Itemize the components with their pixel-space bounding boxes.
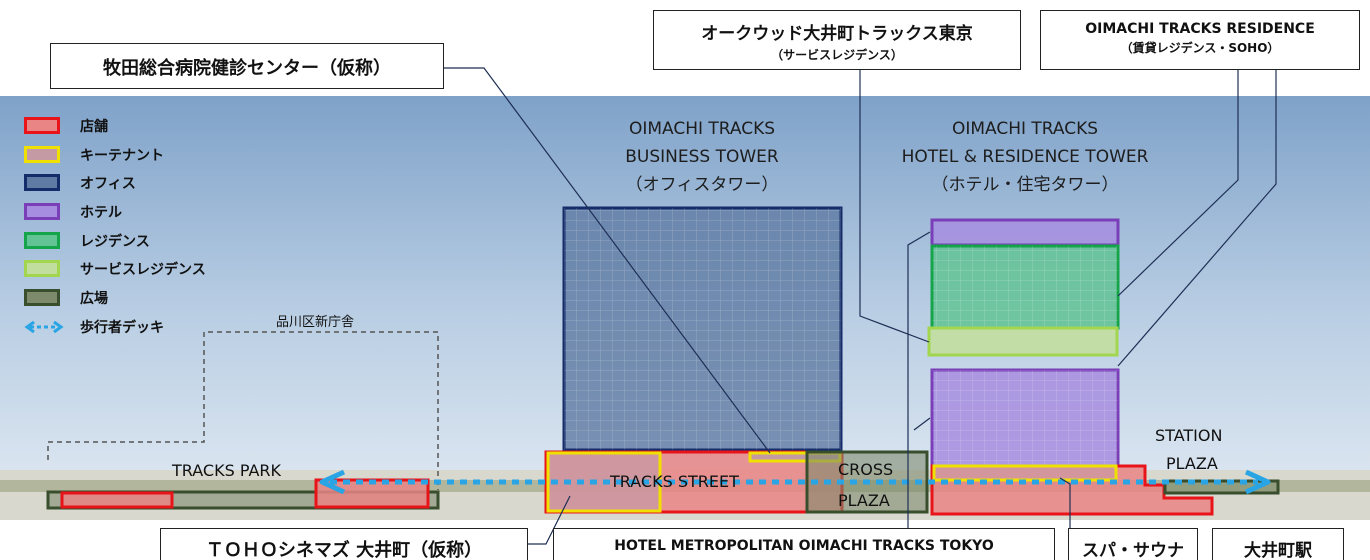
oakwood-callout: オークウッド大井町トラックス東京 （サービスレジデンス） [653, 10, 1021, 70]
hotel-residence-tower-title: OIMACHI TRACKS HOTEL & RESIDENCE TOWER （… [900, 115, 1150, 199]
cross-plaza-label-2: PLAZA [838, 491, 890, 510]
hotel-grid [932, 370, 1118, 466]
legend-label: 店舗 [80, 119, 108, 135]
spa-callout: スパ・サウナ [1068, 528, 1198, 560]
hotel-tower-line3: （ホテル・住宅タワー） [931, 175, 1119, 195]
service-residence-block [927, 326, 1119, 357]
legend-label: 広場 [80, 291, 108, 308]
hotel-tower-line1: OIMACHI TRACKS [951, 119, 1099, 139]
station-callout: 大井町駅 [1212, 528, 1344, 560]
legend-item: キーテナント [24, 144, 254, 173]
business-tower-grid [564, 208, 841, 450]
legend-swatch [24, 174, 60, 192]
toho-label: ＴＯＨＯシネマズ 大井町（仮称） [205, 540, 483, 560]
deck-legend-icon [24, 320, 64, 334]
legend-swatch [24, 203, 60, 221]
legend-label: オフィス [80, 176, 136, 193]
hotel-top [930, 218, 1120, 247]
city-hall-label: 品川区新庁舎 [276, 315, 355, 330]
legend-label-deck: 歩行者デッキ [80, 319, 164, 336]
legend-item-deck: 歩行者デッキ [24, 316, 254, 345]
residence-sub: （賃貸レジデンス・SOHO） [1120, 41, 1280, 55]
leader-spa [1059, 477, 1071, 528]
tracks-park-label: TRACKS PARK [172, 461, 281, 480]
deck-arrow-left [319, 469, 346, 495]
legend-item: レジデンス [24, 230, 254, 259]
legend-swatch [24, 260, 60, 278]
business-tower-line2: BUSINESS TOWER [625, 147, 779, 167]
station-plaza-label-2: PLAZA [1166, 454, 1218, 473]
legend-label: サービスレジデンス [80, 262, 206, 279]
hotel-label: HOTEL METROPOLITAN OIMACHI TRACKS TOKYO [614, 538, 994, 554]
city-hall-outline [47, 331, 439, 490]
legend-item: サービスレジデンス [24, 258, 254, 287]
residence-label: OIMACHI TRACKS RESIDENCE [1085, 21, 1315, 37]
legend-label: レジデンス [80, 233, 150, 250]
business-tower-line1: OIMACHI TRACKS [628, 119, 776, 139]
legend-swatch [24, 289, 60, 307]
oakwood-label: オークウッド大井町トラックス東京 [701, 24, 973, 44]
residence-grid [932, 246, 1118, 328]
legend-swatch [24, 117, 60, 134]
hotel-callout: HOTEL METROPOLITAN OIMACHI TRACKS TOKYO [553, 528, 1055, 560]
legend-label: ホテル [80, 205, 122, 222]
legend-item: オフィス [24, 172, 254, 201]
leader-makita [444, 67, 771, 454]
station-plaza-label-1: STATION [1155, 426, 1223, 445]
leader-residence-1 [1117, 70, 1239, 297]
legend-item: 広場 [24, 287, 254, 316]
tracks-street-label: TRACKS STREET [610, 472, 739, 491]
residence-callout: OIMACHI TRACKS RESIDENCE （賃貸レジデンス・SOHO） [1040, 10, 1360, 70]
legend-label: キーテナント [80, 147, 164, 164]
leader-residence-2 [1117, 70, 1277, 367]
station-label: 大井町駅 [1244, 541, 1312, 560]
legend-swatch [24, 145, 60, 163]
legend-item: 店舗 [24, 115, 254, 144]
park-retail-left [60, 491, 174, 509]
leader-toho [527, 495, 571, 545]
deck-arrow-right [1244, 469, 1271, 495]
hotel-tower-line2: HOTEL & RESIDENCE TOWER [901, 147, 1149, 167]
makita-label: 牧田総合病院健診センター（仮称） [103, 58, 391, 79]
legend: 店舗キーテナントオフィスホテルレジデンスサービスレジデンス広場歩行者デッキ [24, 115, 254, 345]
business-tower-title: OIMACHI TRACKS BUSINESS TOWER （オフィスタワー） [592, 115, 812, 199]
business-tower-line3: （オフィスタワー） [625, 175, 779, 195]
cross-plaza-label-1: CROSS [838, 460, 894, 479]
leader-hotel [907, 231, 931, 528]
leader-oakwood [859, 70, 930, 343]
toho-callout: ＴＯＨＯシネマズ 大井町（仮称） [160, 528, 528, 560]
leader-hotel-2 [913, 417, 931, 431]
key-tenant-hotel [932, 464, 1118, 482]
legend-swatch [24, 231, 60, 249]
makita-callout: 牧田総合病院健診センター（仮称） [50, 43, 444, 89]
legend-item: ホテル [24, 201, 254, 230]
oakwood-sub: （サービスレジデンス） [771, 48, 903, 62]
spa-label: スパ・サウナ [1082, 541, 1184, 560]
